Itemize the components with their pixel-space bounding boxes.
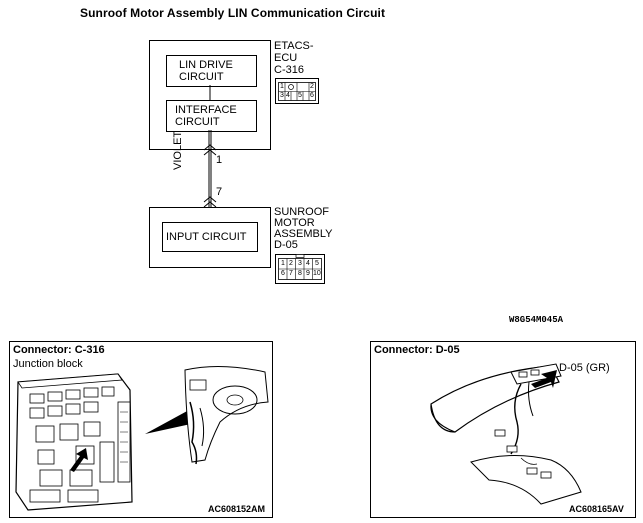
sunroof-pin-3: 3 [298,260,302,267]
sunroof-name-3: ASSEMBLY [274,228,333,240]
diagram-ref: W8G54M045A [509,315,564,325]
sunroof-pin-7: 7 [289,270,293,277]
etacs-pin-1: 1 [280,83,284,90]
etacs-pin-5: 5 [298,92,302,99]
etacs-connector-outline [275,78,319,104]
lin-drive-circuit-box: LIN DRIVE CIRCUIT [166,55,257,87]
sunroof-pin-2: 2 [289,260,293,267]
sunroof-pin-8: 8 [298,270,302,277]
panel-left-ref: AC608152AM [208,504,266,514]
sunroof-connector-face: 1 2 3 4 5 6 7 8 9 10 [275,254,325,284]
sunroof-pin-5: 5 [315,260,319,267]
wire-color-label: VIOLET [172,130,184,170]
wire-pin-7: 7 [216,186,223,198]
etacs-pin-3: 3 [280,92,284,99]
input-circuit-box: INPUT CIRCUIT [162,222,258,252]
etacs-pin-2: 2 [310,83,314,90]
connector-d05-panel: Connector: D-05 D-05 (GR) AC608165AV [370,341,636,518]
roof-illustration [430,363,582,505]
sunroof-name-2: MOTOR [274,217,315,229]
sunroof-connector-outline [275,254,325,284]
diagram-title: Sunroof Motor Assembly LIN Communication… [80,6,386,20]
etacs-name-2: ECU [274,52,298,64]
etacs-name-3: C-316 [274,64,304,76]
sunroof-pin-4: 4 [306,260,310,267]
interface-label-1: INTERFACE [175,104,237,116]
panel-right-heading: Connector: D-05 [374,344,460,356]
sunroof-name-1: SUNROOF [274,206,329,218]
sunroof-pin-6: 6 [281,270,285,277]
sunroof-pin-10: 10 [313,270,321,277]
connector-c316-panel: Connector: C-316 Junction block [9,341,273,518]
interface-label-2: CIRCUIT [175,116,220,128]
panel-left-heading: Connector: C-316 [13,344,105,356]
sunroof-name-4: D-05 [274,239,298,251]
panel-right-ref: AC608165AV [569,504,624,514]
panel-right-callout: D-05 (GR) [559,362,610,374]
etacs-pin-4: 4 [286,92,290,99]
input-circuit-label: INPUT CIRCUIT [166,231,247,243]
sunroof-pin-1: 1 [281,260,285,267]
lin-drive-label-1: LIN DRIVE [179,59,233,71]
etacs-pin-6: 6 [310,92,314,99]
panel-left-subheading: Junction block [13,358,83,370]
wire-pin-1: 1 [216,154,223,166]
etacs-name-1: ETACS- [274,40,314,52]
sunroof-pin-9: 9 [306,270,310,277]
lin-drive-label-2: CIRCUIT [179,71,224,83]
etacs-connector-face: 1 2 3 4 5 6 [275,78,319,104]
junction-block-illustration [15,365,269,511]
